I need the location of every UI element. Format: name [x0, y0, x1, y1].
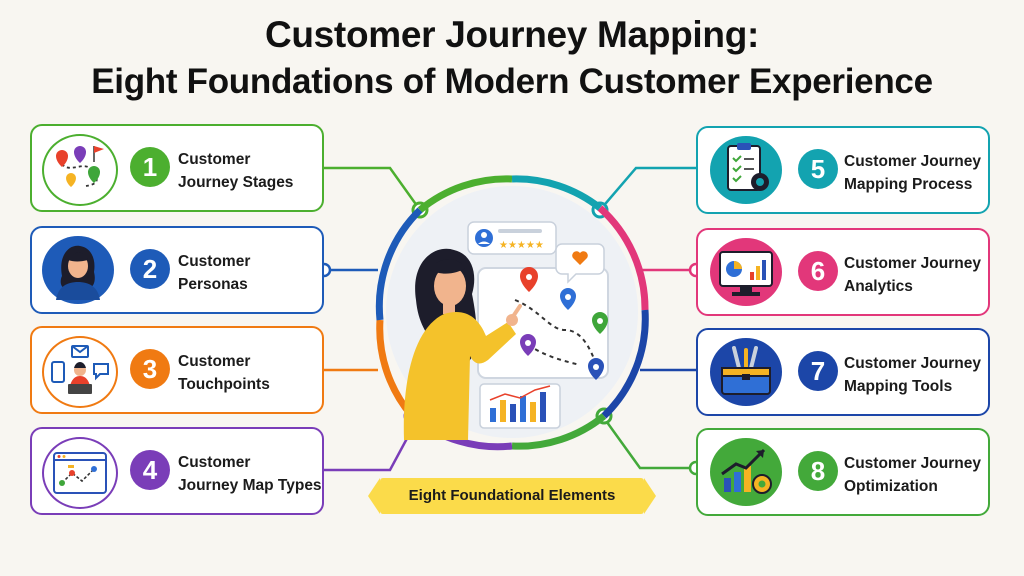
ring-segment-green-bottom [511, 413, 607, 450]
ring-segment-pink [597, 205, 649, 311]
journey-board [477, 267, 609, 379]
card-customer-journey-mapping-process[interactable]: 5 Customer Journey Mapping Process [696, 126, 990, 214]
number-badge-6: 6 [798, 251, 838, 291]
map-pins-route-icon [42, 134, 118, 206]
ring-segment-blue [375, 207, 423, 321]
journey-map-window-icon [42, 437, 118, 509]
ring-segment-green-top [417, 175, 513, 213]
number-badge-5: 5 [798, 149, 838, 189]
woman-presenter-icon [403, 248, 522, 440]
card-label-4: Customer Journey Map Types [178, 454, 322, 494]
mini-bar-chart-icon [479, 383, 561, 429]
card-customer-journey-mapping-tools[interactable]: 7 Customer Journey Mapping Tools [696, 328, 990, 416]
journey-path [514, 299, 599, 371]
number-badge-3: 3 [130, 349, 170, 389]
map-pin-red-icon [520, 267, 538, 292]
card-label-6: Customer Journey Analytics [844, 255, 981, 295]
title-line-1: Customer Journey Mapping: [264, 14, 760, 55]
card-customer-touchpoints[interactable]: 3 Customer Touchpoints [30, 326, 324, 414]
number-badge-8: 8 [798, 451, 838, 491]
number-badge-1: 1 [130, 147, 170, 187]
rating-card-icon: ★★★★★ [467, 221, 557, 255]
growth-chart-gear-icon [710, 438, 782, 506]
map-pin-purple-icon [520, 334, 536, 356]
map-pin-blue-icon [560, 288, 576, 310]
number-badge-2: 2 [130, 249, 170, 289]
map-pin-green-icon [592, 312, 608, 334]
analytics-monitor-icon [710, 238, 782, 306]
clipboard-gear-icon [710, 136, 782, 204]
card-label-8: Customer Journey Optimization [844, 455, 981, 495]
card-customer-journey-analytics[interactable]: 6 Customer Journey Analytics [696, 228, 990, 316]
card-customer-journey-optimization[interactable]: 8 Customer Journey Optimization [696, 428, 990, 516]
card-customer-journey-stages[interactable]: 1 Customer Journey Stages [30, 124, 324, 212]
number-badge-4: 4 [130, 450, 170, 490]
card-label-1: Customer Journey Stages [178, 151, 294, 191]
persona-avatar-icon [42, 236, 114, 304]
number-badge-7: 7 [798, 351, 838, 391]
ring-segment-teal-top [511, 175, 603, 211]
toolbox-icon [710, 338, 782, 406]
card-customer-journey-map-types[interactable]: 4 Customer Journey Map Types [30, 427, 324, 515]
ring-segment-navy [601, 309, 649, 419]
card-label-5: Customer Journey Mapping Process [844, 153, 981, 193]
foundational-elements-banner: Eight Foundational Elements [368, 478, 656, 514]
map-pin-navy-icon [588, 358, 604, 380]
card-label-7: Customer Journey Mapping Tools [844, 355, 981, 395]
card-label-2: Customer Personas [178, 253, 251, 293]
card-label-3: Customer Touchpoints [178, 353, 270, 393]
svg-text:★★★★★: ★★★★★ [499, 240, 544, 251]
title-line-2: Eight Foundations of Modern Customer Exp… [91, 62, 933, 101]
heart-bubble-icon [555, 243, 605, 284]
card-customer-personas[interactable]: 2 Customer Personas [30, 226, 324, 314]
touchpoints-devices-icon [42, 336, 118, 408]
